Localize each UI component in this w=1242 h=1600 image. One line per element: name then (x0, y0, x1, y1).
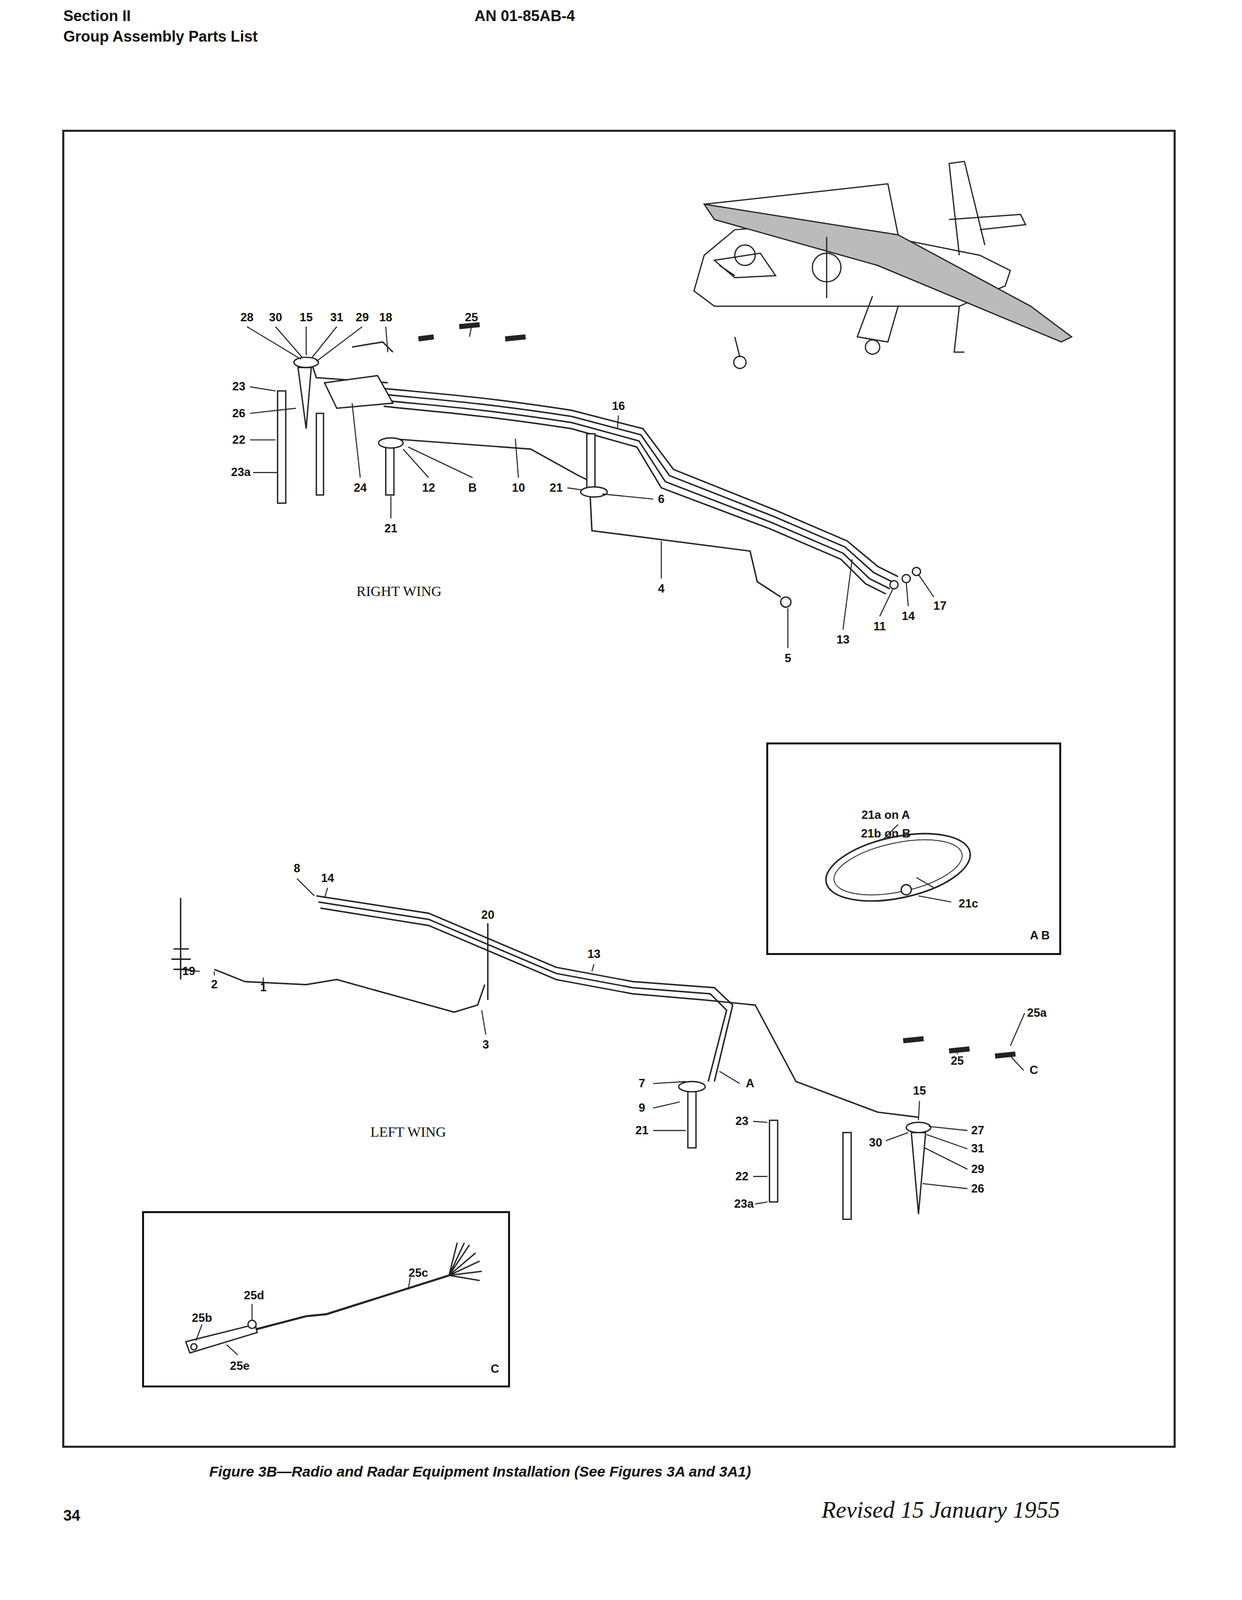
callout-number: 15 (912, 1084, 926, 1098)
callout-number: 31 (971, 1142, 985, 1156)
callout-number: 7 (638, 1077, 646, 1091)
callout-number: 26 (971, 1182, 985, 1195)
callout-number: 3 (482, 1038, 489, 1052)
callout-number: 21a on A (861, 808, 910, 822)
callout-number: 29 (355, 311, 369, 324)
callout-number: 13 (836, 633, 850, 647)
label-text: Group Assembly Parts List (63, 28, 258, 46)
label-text: LEFT WING (370, 1124, 446, 1141)
callout-number: 29 (971, 1163, 985, 1176)
label-text: Section II (63, 7, 131, 25)
callout-number: 18 (379, 311, 393, 324)
callout-number: 23a (231, 465, 251, 479)
callout-number: 13 (587, 947, 601, 961)
callout-number: 21 (549, 481, 563, 494)
callout-number: 16 (611, 399, 626, 413)
callout-number: 22 (735, 1169, 749, 1183)
callout-number: 31 (330, 311, 344, 324)
callout-number: 6 (657, 492, 665, 506)
callout-number: 30 (268, 311, 283, 324)
label-text: 34 (63, 1508, 80, 1525)
label-text: RIGHT WING (356, 584, 442, 600)
callout-number: 11 (873, 620, 886, 634)
callout-number: C (1029, 1064, 1038, 1077)
callout-number: 10 (511, 481, 526, 494)
callout-number: 21b on B (860, 827, 911, 840)
callout-number: 23a (733, 1197, 754, 1211)
detail-inset: 21a on A 21b on B 21c A B (766, 742, 1062, 955)
callout-number: 19 (182, 965, 196, 978)
callout-number: 25e (229, 1360, 250, 1373)
callout-number: 25b (192, 1312, 213, 1325)
callout-number: 21 (384, 522, 398, 536)
callout-number: 12 (421, 481, 436, 494)
callout-number: 24 (353, 481, 367, 494)
callout-number: 25a (1026, 1006, 1047, 1020)
callout-number: 4 (657, 582, 665, 596)
label-text: AN 01-85AB-4 (474, 7, 576, 25)
callout-number: 25d (243, 1289, 265, 1303)
callout-number: 9 (638, 1101, 646, 1115)
callout-number: 15 (299, 311, 314, 324)
callout-number: A B (1029, 929, 1050, 943)
callout-number: 2 (211, 978, 218, 992)
callout-number: 14 (320, 872, 335, 885)
callout-number: B (468, 481, 477, 494)
figure-caption: Figure 3B—Radio and Radar Equipment Inst… (209, 1463, 752, 1480)
callout-number: 30 (869, 1136, 883, 1150)
callout-number: 27 (971, 1124, 985, 1138)
callout-number: 25c (408, 1266, 429, 1280)
callout-number: 26 (232, 406, 246, 420)
callout-number: 8 (293, 861, 300, 875)
detail-inset: 25c 25d 25b 25e C (142, 1211, 511, 1389)
callout-number: 5 (784, 651, 791, 665)
callout-number: 23 (735, 1115, 749, 1128)
callout-number: 20 (481, 908, 495, 922)
callout-number: 21c (958, 897, 979, 911)
callout-number: 25 (464, 311, 479, 324)
callout-number: 1 (260, 981, 267, 995)
callout-number: 28 (240, 311, 254, 324)
callout-number: 21 (635, 1124, 649, 1138)
callout-number: 25 (950, 1054, 964, 1068)
callout-number: 23 (232, 380, 246, 393)
callout-number: 17 (933, 599, 947, 613)
callout-number: A (745, 1077, 755, 1091)
callout-number: 22 (232, 433, 246, 447)
callout-number: 14 (901, 609, 916, 623)
callout-number: C (490, 1363, 499, 1376)
label-text: Revised 15 January 1955 (821, 1497, 1061, 1524)
